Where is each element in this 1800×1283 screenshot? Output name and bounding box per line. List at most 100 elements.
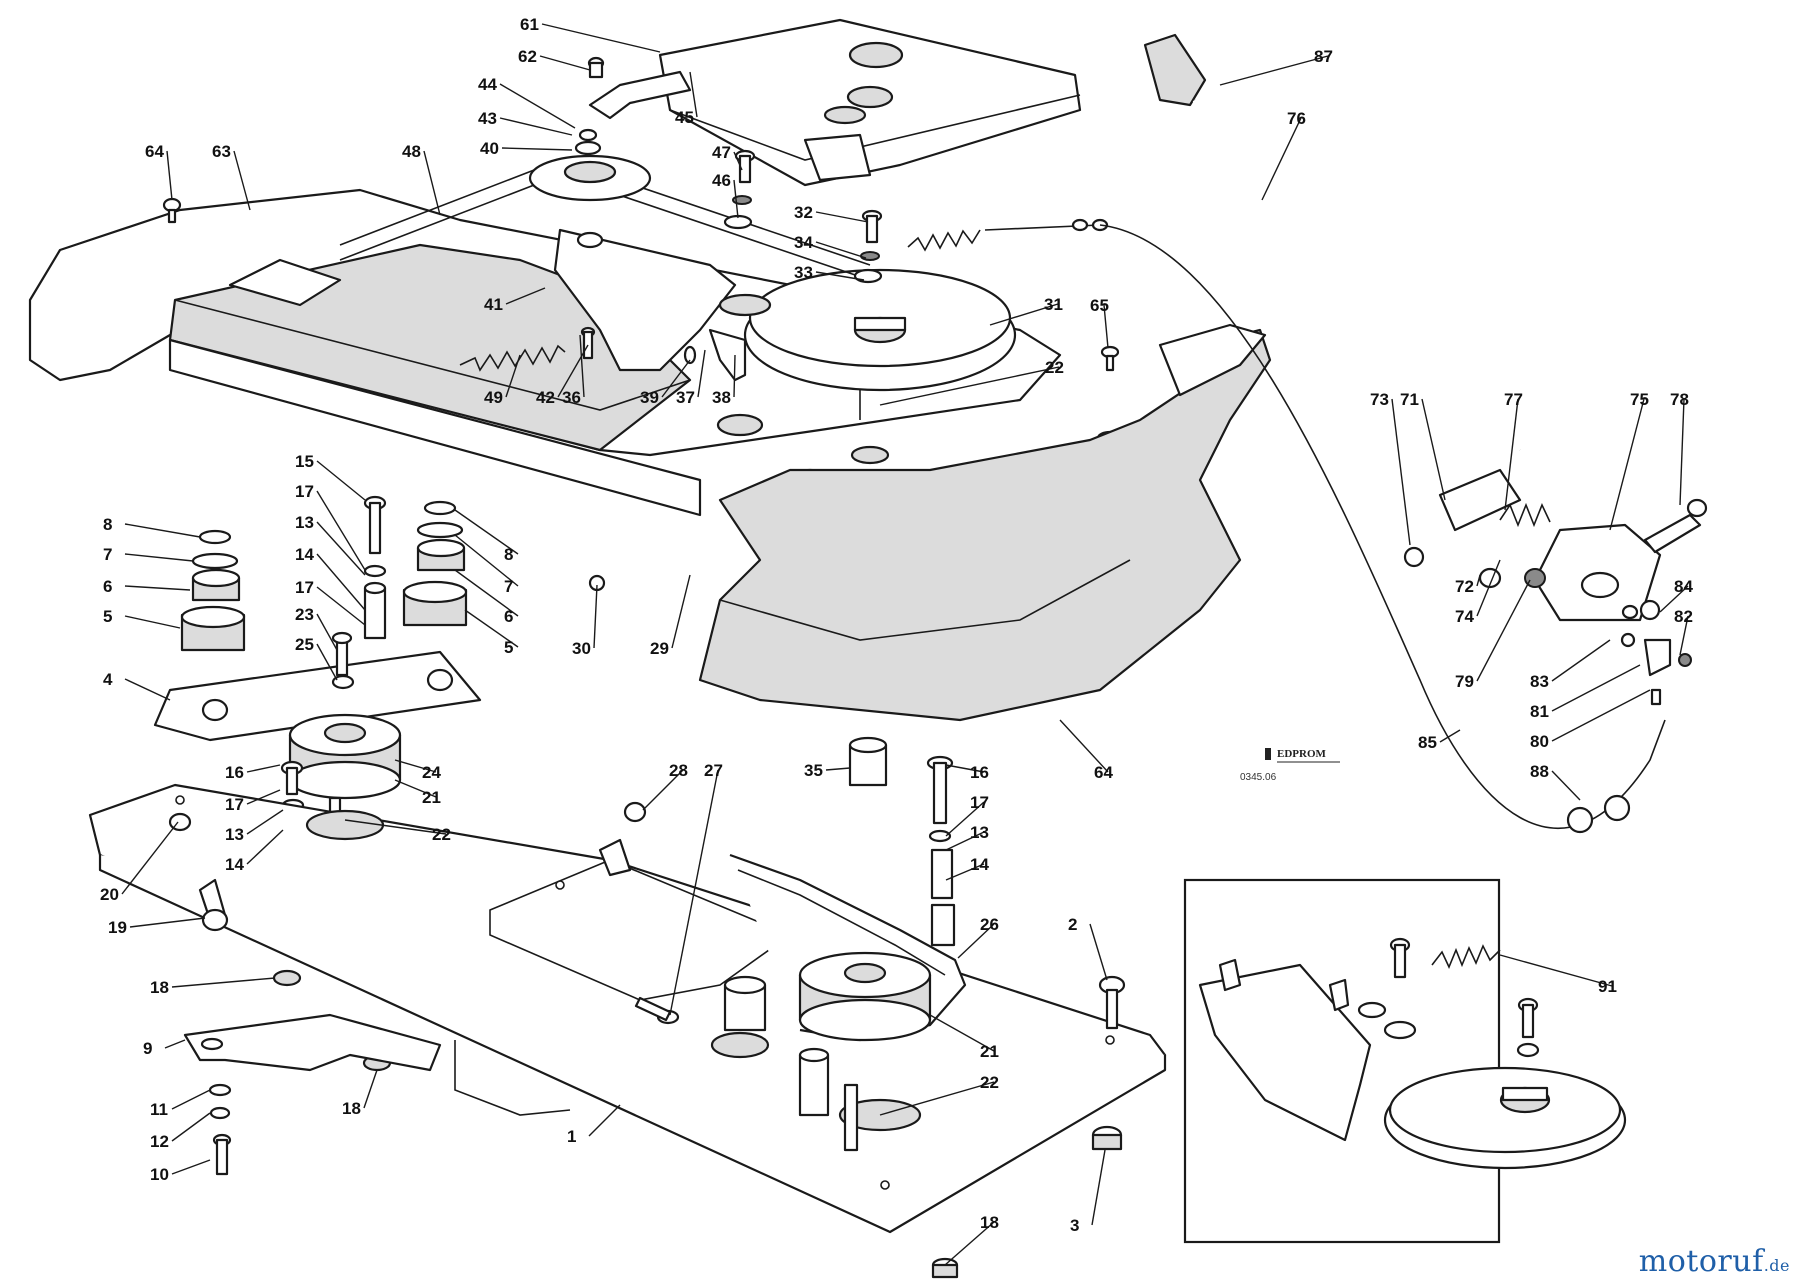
- callout-label-71: 71: [1400, 390, 1419, 409]
- leader-line-34: [815, 241, 867, 259]
- tension-plate-4: [153, 631, 482, 742]
- leader-line-6b: [454, 569, 519, 617]
- bracket-9: [183, 1013, 571, 1116]
- callout-label-16b: 16: [970, 763, 989, 782]
- leader-line-13c: [945, 831, 985, 851]
- callout-label-4: 4: [103, 670, 113, 689]
- leader-line-4: [124, 678, 171, 701]
- watermark-main: motoruf: [1638, 1244, 1764, 1279]
- misc-small-parts-lever: [1403, 546, 1692, 834]
- callout-label-5a: 5: [103, 607, 112, 626]
- inset-detail: [1183, 878, 1627, 1244]
- callout-label-76: 76: [1287, 109, 1306, 128]
- leader-line-11: [171, 1089, 211, 1110]
- callout-label-14b: 14: [225, 855, 244, 874]
- callout-label-33: 33: [794, 263, 813, 282]
- leader-line-40: [501, 147, 573, 151]
- screw-65: [1100, 345, 1120, 372]
- leader-line-49: [505, 354, 521, 398]
- callout-label-27: 27: [704, 761, 723, 780]
- callout-label-18b: 18: [342, 1099, 361, 1118]
- bolt-2: [1098, 975, 1126, 1030]
- spring-cable-end: [907, 218, 1109, 252]
- leader-line-80: [1551, 689, 1651, 742]
- leader-line-22a: [879, 366, 1060, 406]
- callout-label-28: 28: [669, 761, 688, 780]
- leader-line-6a: [124, 585, 191, 591]
- leader-line-41: [505, 287, 546, 305]
- leader-line-76: [1261, 117, 1302, 201]
- leader-line-85: [1439, 729, 1461, 743]
- callout-label-75: 75: [1630, 390, 1649, 409]
- callout-label-63: 63: [212, 142, 231, 161]
- leader-line-75: [1609, 398, 1645, 531]
- edprom-logo: EDPROM 0345.06: [1240, 748, 1340, 783]
- callout-label-61: 61: [520, 15, 539, 34]
- leader-line-31: [989, 303, 1059, 326]
- callout-label-8b: 8: [504, 545, 513, 564]
- idler-plate: [553, 228, 772, 372]
- callout-label-72: 72: [1455, 577, 1474, 596]
- leader-line-13b: [246, 809, 284, 835]
- leader-line-61: [541, 23, 661, 53]
- drawing-code: 0345.06: [1240, 772, 1277, 783]
- leader-line-17a: [316, 490, 366, 571]
- leader-line-29: [671, 574, 691, 649]
- leader-line-47: [733, 151, 743, 171]
- pulley-21-lower: [798, 951, 932, 1042]
- callout-label-48: 48: [402, 142, 421, 161]
- leader-line-5a: [124, 615, 181, 629]
- leader-line-38: [733, 354, 736, 398]
- bolt-10-stack: [208, 1083, 232, 1176]
- leader-line-8b: [454, 509, 519, 555]
- callout-label-19: 19: [108, 918, 127, 937]
- callout-label-17c: 17: [225, 795, 244, 814]
- control-lever-76: [1143, 33, 1522, 453]
- callout-label-43: 43: [478, 109, 497, 128]
- callout-label-6a: 6: [103, 577, 112, 596]
- callout-label-22a: 22: [1045, 358, 1064, 377]
- pulley-24: [288, 713, 402, 800]
- leader-line-21a: [394, 779, 437, 798]
- callout-label-22b: 22: [432, 825, 451, 844]
- leader-line-33: [815, 271, 865, 281]
- callout-label-5b: 5: [504, 638, 513, 657]
- leader-line-23: [316, 613, 338, 651]
- leader-line-15: [316, 460, 366, 501]
- leader-line-20: [121, 821, 179, 895]
- callout-label-6b: 6: [504, 607, 513, 626]
- spindle-15: [363, 495, 387, 640]
- callout-label-17a: 17: [295, 482, 314, 501]
- callout-label-26: 26: [980, 915, 999, 934]
- leader-line-36: [579, 334, 585, 398]
- leader-line-91: [1499, 954, 1613, 987]
- callout-label-24: 24: [422, 763, 441, 782]
- callout-label-35: 35: [804, 761, 823, 780]
- foot-18-bottom: [931, 1257, 959, 1279]
- callout-label-16a: 16: [225, 763, 244, 782]
- leader-line-44: [499, 83, 576, 129]
- leader-line-87: [1219, 55, 1329, 86]
- leader-line-18a: [171, 977, 276, 988]
- leader-line-77: [1504, 398, 1519, 511]
- leader-line-18c: [944, 1221, 995, 1266]
- spindle-right: [926, 755, 956, 947]
- leader-line-64a: [166, 150, 173, 201]
- leader-line-32: [815, 211, 869, 223]
- leader-line-18b: [363, 1069, 378, 1109]
- leader-line-14b: [246, 829, 284, 865]
- logo-text: EDPROM: [1277, 748, 1327, 760]
- callout-label-3: 3: [1070, 1216, 1079, 1235]
- watermark: motoruf.de: [1639, 1244, 1790, 1279]
- blade-housing-64: [698, 323, 1272, 722]
- callout-label-45: 45: [675, 108, 694, 127]
- leader-line-19: [129, 917, 206, 928]
- callout-label-7b: 7: [504, 577, 513, 596]
- callout-label-91: 91: [1598, 977, 1617, 996]
- mower-deck-63: [28, 188, 1124, 492]
- leader-line-10: [171, 1159, 211, 1175]
- leader-line-21b: [929, 1014, 995, 1052]
- callout-label-85: 85: [1418, 733, 1437, 752]
- leader-line-28: [642, 769, 684, 811]
- callout-label-23: 23: [295, 605, 314, 624]
